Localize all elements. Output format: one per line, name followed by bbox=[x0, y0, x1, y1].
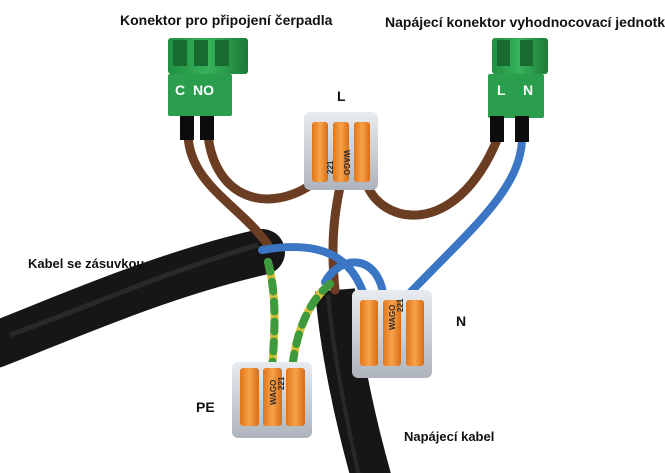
blue-wires bbox=[258, 136, 526, 302]
wago-l-brand: WAGO bbox=[342, 150, 351, 175]
neutral-label: N bbox=[456, 313, 467, 329]
wago-n-model: 221 bbox=[396, 298, 405, 312]
pump-terminal-block bbox=[168, 38, 248, 140]
earth-wires bbox=[264, 258, 334, 374]
socket-cable bbox=[0, 229, 285, 368]
supply-cable bbox=[315, 288, 391, 473]
pump-connector-label: Konektor pro připojení čerpadla bbox=[120, 12, 333, 28]
wago-l-model: 221 bbox=[326, 160, 335, 174]
terminal-no-label: NO bbox=[193, 82, 214, 98]
wago-connector-n bbox=[352, 290, 432, 378]
supply-cable-label: Napájecí kabel bbox=[404, 429, 495, 444]
power-terminal-block bbox=[488, 38, 548, 142]
line-label: L bbox=[337, 88, 346, 104]
terminal-n-label: N bbox=[523, 82, 533, 98]
wago-pe-brand: WAGO bbox=[269, 380, 278, 405]
wago-connector-pe bbox=[232, 362, 312, 438]
terminal-l-label: L bbox=[497, 82, 506, 98]
brown-wires bbox=[183, 130, 502, 295]
wago-n-brand: WAGO bbox=[388, 305, 397, 330]
socket-cable-label: Kabel se zásuvkou bbox=[28, 256, 145, 271]
wago-pe-model: 221 bbox=[277, 376, 286, 390]
protective-earth-label: PE bbox=[196, 399, 215, 415]
terminal-c-label: C bbox=[175, 82, 185, 98]
wago-connector-l bbox=[304, 112, 378, 190]
power-connector-label: Napájecí konektor vyhodnocovací jednotky bbox=[385, 14, 665, 30]
